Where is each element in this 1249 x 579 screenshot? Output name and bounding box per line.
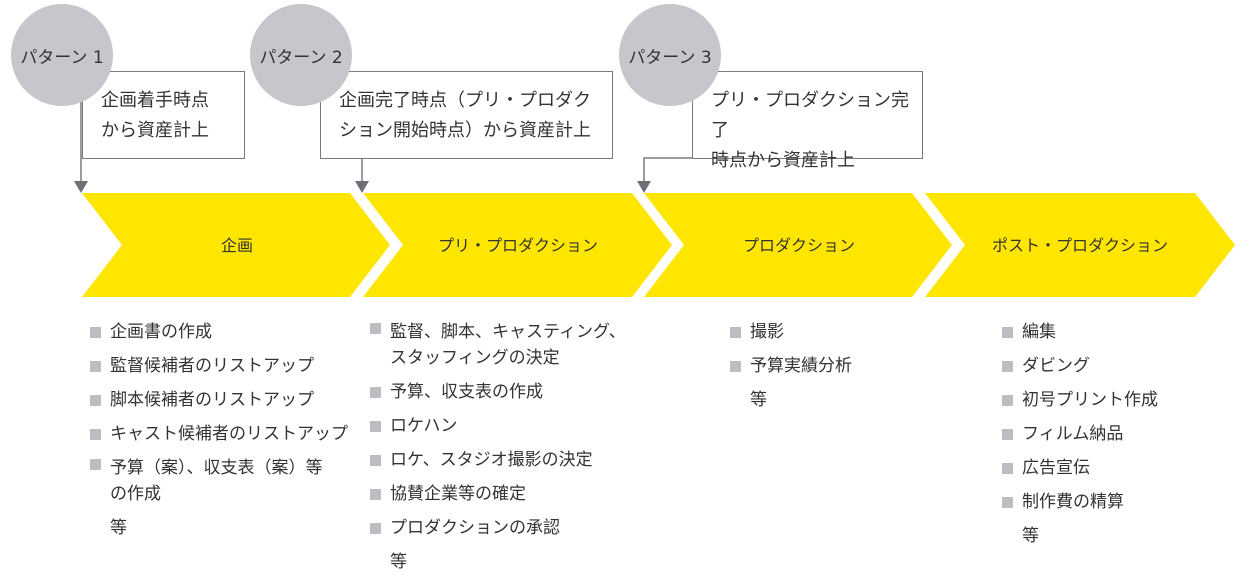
- list-item-text: 編集: [1022, 322, 1056, 342]
- list-item: 脚本候補者のリストアップ: [90, 383, 348, 417]
- bullet-square-icon: [90, 459, 101, 470]
- bullet-square-icon: [1002, 327, 1013, 338]
- stage-1-label: 企画: [220, 236, 253, 255]
- pattern-1-badge: パターン 1: [11, 4, 113, 106]
- bullet-square-icon: [1002, 497, 1013, 508]
- list-item: 予算実績分析: [730, 349, 852, 383]
- list-item-text: の作成: [110, 484, 161, 504]
- bullet-square-icon: [90, 361, 101, 372]
- arrow-down-icon: [355, 181, 369, 193]
- bullet-square-icon: [1002, 429, 1013, 440]
- list-item-text: 企画書の作成: [110, 322, 212, 342]
- list-item: 初号プリント作成: [1002, 383, 1158, 417]
- stage-2-label: プリ・プロダクション: [437, 236, 598, 255]
- bullet-square-icon: [730, 327, 741, 338]
- list-item-text: プロダクションの承認: [390, 518, 560, 538]
- list-item: ダビング: [1002, 349, 1158, 383]
- bullet-square-icon: [90, 429, 101, 440]
- list-item-text: フィルム納品: [1022, 424, 1124, 444]
- chevron-stage-4: [925, 193, 1235, 297]
- list-item: フィルム納品: [1002, 417, 1158, 451]
- list-item: 制作費の精算: [1002, 485, 1158, 519]
- bullet-square-icon: [90, 327, 101, 338]
- list-item: 監督候補者のリストアップ: [90, 349, 348, 383]
- pattern-3-box: プリ・プロダクション完了 時点から資産計上: [692, 71, 923, 171]
- etc-label: 等: [110, 518, 127, 538]
- pattern-2-text-line: 企画完了時点（プリ・プロダク: [339, 90, 591, 111]
- stage-1-list: 企画書の作成監督候補者のリストアップ脚本候補者のリストアップキャスト候補者のリス…: [90, 315, 348, 545]
- pattern-1-text-line: 企画着手時点: [101, 90, 209, 111]
- bullet-square-icon: [370, 421, 381, 432]
- list-item-text: 予算、収支表の作成: [390, 382, 543, 402]
- bullet-square-icon: [730, 361, 741, 372]
- stage-2-list: 監督、脚本、キャスティング、スタッフィングの決定予算、収支表の作成ロケハンロケ、…: [370, 315, 626, 579]
- pattern-1-text-line: から資産計上: [101, 120, 209, 141]
- bullet-square-icon: [1002, 395, 1013, 406]
- list-item-text: ロケ、スタジオ撮影の決定: [390, 450, 593, 470]
- bullet-square-icon: [90, 395, 101, 406]
- list-item-text: 制作費の精算: [1022, 492, 1124, 512]
- etc-label: 等: [750, 390, 767, 410]
- list-item-text: 監督、脚本、キャスティング、: [390, 322, 626, 342]
- etc-label: 等: [390, 552, 407, 572]
- bullet-square-icon: [370, 489, 381, 500]
- list-item-text: ダビング: [1022, 356, 1090, 376]
- list-item-text: 広告宣伝: [1022, 458, 1090, 478]
- list-item: 企画書の作成: [90, 315, 348, 349]
- bullet-square-icon: [370, 387, 381, 398]
- list-item-text: キャスト候補者のリストアップ: [110, 424, 348, 444]
- bullet-square-icon: [370, 523, 381, 534]
- bullet-square-icon: [370, 323, 381, 334]
- stage-4-label: ポスト・プロダクション: [991, 236, 1168, 255]
- pattern-3-text-line: 時点から資産計上: [711, 150, 855, 171]
- list-item-text: 監督候補者のリストアップ: [110, 356, 314, 376]
- list-item-text: 脚本候補者のリストアップ: [110, 390, 314, 410]
- pattern-2-box: 企画完了時点（プリ・プロダク ション開始時点）から資産計上: [320, 71, 613, 159]
- pattern-3-text-line: プリ・プロダクション完了: [711, 90, 909, 141]
- stage-4-list: 編集ダビング初号プリント作成フィルム納品広告宣伝制作費の精算等: [1002, 315, 1158, 553]
- list-item: 広告宣伝: [1002, 451, 1158, 485]
- list-item-text: 予算実績分析: [750, 356, 852, 376]
- list-item-text: 初号プリント作成: [1022, 390, 1158, 410]
- list-item-text: 撮影: [750, 322, 784, 342]
- bullet-square-icon: [370, 455, 381, 466]
- list-item: ロケ、スタジオ撮影の決定: [370, 443, 626, 477]
- arrow-down-icon: [637, 181, 651, 193]
- bullet-square-icon: [1002, 463, 1013, 474]
- stage-3-list: 撮影予算実績分析等: [730, 315, 852, 417]
- stage-3-label: プロダクション: [742, 236, 855, 255]
- pattern-2-badge: パターン 2: [250, 4, 352, 106]
- list-item: ロケハン: [370, 409, 626, 443]
- connector-3: [643, 157, 693, 182]
- list-item-text: 協賛企業等の確定: [390, 484, 526, 504]
- pattern-3-badge: パターン 3: [619, 4, 721, 106]
- chevron-stage-2: [363, 193, 672, 297]
- list-item: 撮影: [730, 315, 852, 349]
- chevron-stage-3: [644, 193, 952, 297]
- chevron-stage-1: [82, 193, 390, 297]
- list-item: 予算、収支表の作成: [370, 375, 626, 409]
- list-item-text: スタッフィングの決定: [390, 348, 560, 368]
- etc-label: 等: [1022, 526, 1039, 546]
- list-item-text: ロケハン: [390, 416, 458, 436]
- list-item-text: 予算（案）、収支表（案）等: [110, 458, 323, 478]
- bullet-square-icon: [1002, 361, 1013, 372]
- pattern-2-text-line: ション開始時点）から資産計上: [339, 120, 591, 141]
- pattern-1-box: 企画着手時点 から資産計上: [82, 71, 245, 159]
- list-item: プロダクションの承認: [370, 511, 626, 545]
- list-item: 編集: [1002, 315, 1158, 349]
- list-item: キャスト候補者のリストアップ: [90, 417, 348, 451]
- list-item: 予算（案）、収支表（案）等の作成: [90, 451, 348, 511]
- arrow-down-icon: [74, 181, 88, 193]
- list-item: 協賛企業等の確定: [370, 477, 626, 511]
- list-item: 監督、脚本、キャスティング、スタッフィングの決定: [370, 315, 626, 375]
